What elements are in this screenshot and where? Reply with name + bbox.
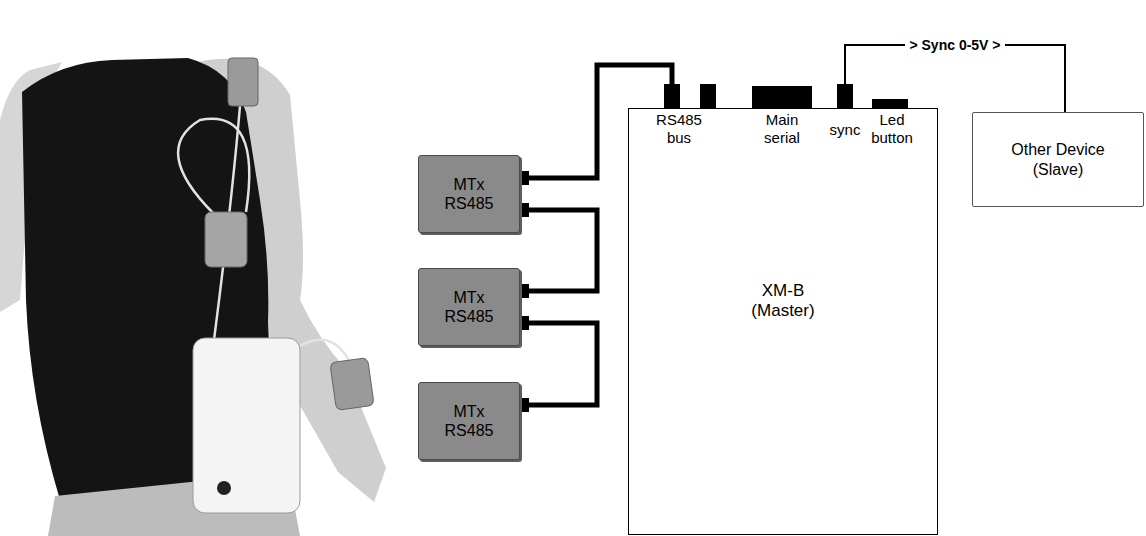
bus-cable bbox=[520, 210, 597, 291]
sensor-box: MTx RS485 bbox=[418, 268, 520, 346]
plug bbox=[519, 316, 529, 330]
plug bbox=[519, 284, 529, 298]
slave-box: Other Device (Slave) bbox=[972, 112, 1144, 207]
signal-label: > Sync 0-5V > bbox=[905, 37, 1004, 53]
port-label: Led button bbox=[871, 111, 913, 147]
master-box: XM-B (Master) bbox=[628, 108, 938, 535]
plug bbox=[519, 171, 529, 185]
upper-arm-sensor bbox=[205, 212, 247, 267]
bus-cable bbox=[520, 323, 597, 405]
master-device-photo bbox=[193, 338, 300, 513]
port-label: RS485 bus bbox=[656, 111, 702, 147]
sync-connector bbox=[837, 84, 853, 109]
forearm-sensor bbox=[330, 358, 374, 411]
node-title: Other Device (Slave) bbox=[1002, 140, 1114, 178]
sensor-cable bbox=[178, 119, 249, 214]
rs485-connector bbox=[664, 84, 680, 109]
serial-connector bbox=[752, 86, 812, 109]
sync-line bbox=[845, 45, 1065, 112]
shoulder-sensor bbox=[228, 58, 258, 106]
device-button bbox=[217, 481, 231, 495]
sensor-box: MTx RS485 bbox=[418, 155, 520, 233]
sensor-box: MTx RS485 bbox=[418, 382, 520, 460]
rs485-connector bbox=[700, 84, 716, 109]
node-title: MTx RS485 bbox=[445, 288, 494, 326]
node-title: MTx RS485 bbox=[445, 402, 494, 440]
plug bbox=[519, 398, 529, 412]
node-title: XM-B (Master) bbox=[751, 281, 814, 322]
port-label: Main serial bbox=[764, 111, 800, 147]
port-label: sync bbox=[830, 121, 861, 139]
node-title: MTx RS485 bbox=[445, 175, 494, 213]
sensor-cable bbox=[300, 340, 350, 362]
plug bbox=[519, 203, 529, 217]
